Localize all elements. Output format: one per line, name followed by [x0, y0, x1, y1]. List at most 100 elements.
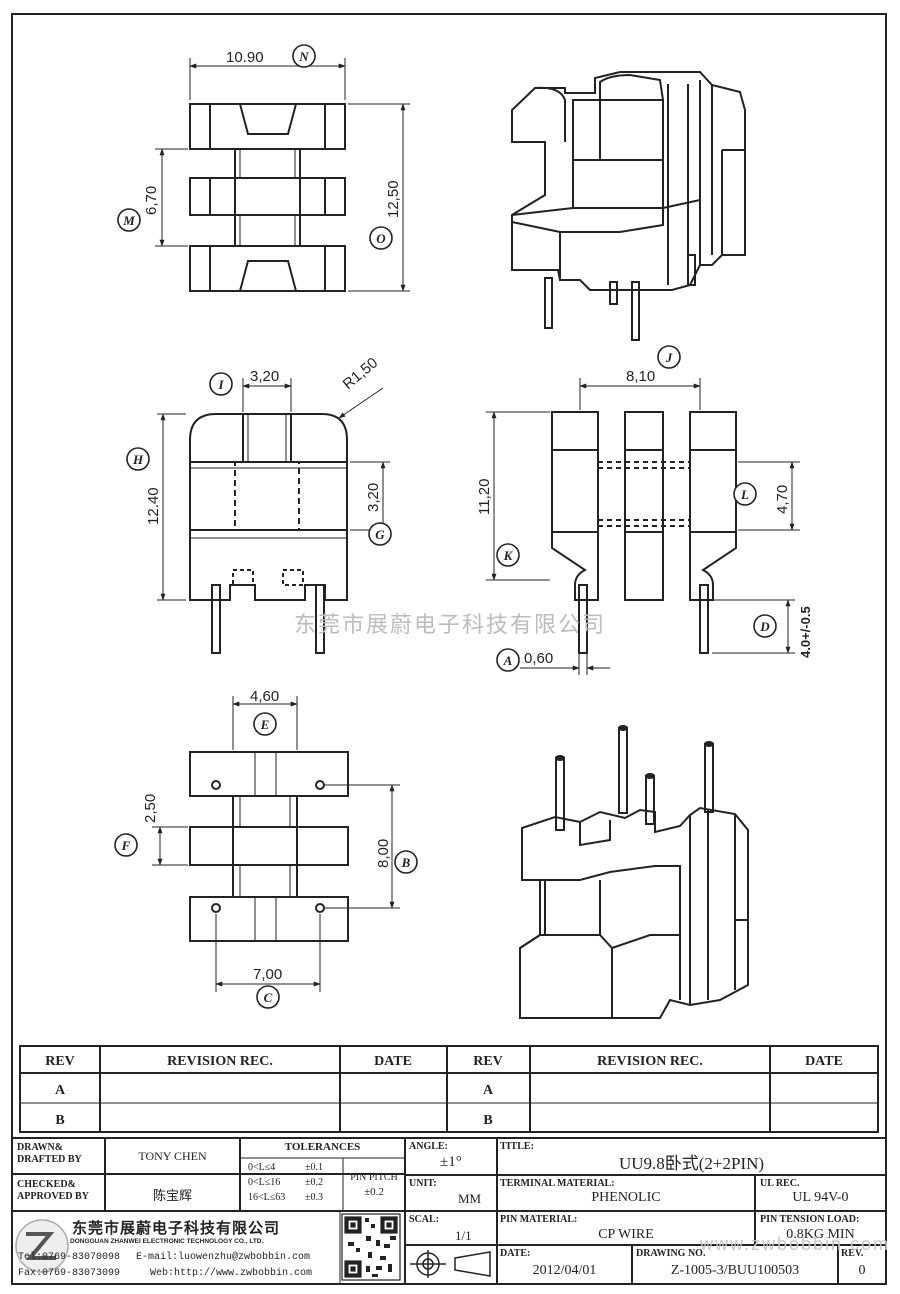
drawing-no-value: Z-1005-3/BUU100503 — [670, 1263, 800, 1278]
reference-bubbles — [114, 44, 777, 1009]
pin-pitch-label: PIN PITCH — [350, 1172, 398, 1183]
angle-label: ANGLE: — [409, 1141, 448, 1152]
rev-header-4: REV — [473, 1054, 503, 1069]
dim-O: 12,50 — [385, 180, 402, 218]
company-logo-icon — [15, 1219, 69, 1273]
bubble-A: A — [503, 653, 513, 668]
title-label: TITLE: — [500, 1141, 534, 1152]
dim-L: 4,70 — [774, 485, 791, 514]
company-tel: Tel:0769-83070098 — [18, 1252, 121, 1263]
top-view — [189, 103, 346, 292]
bubble-B: B — [401, 855, 411, 870]
dim-B: 8,00 — [375, 839, 392, 868]
tol-value-3: ±0.3 — [305, 1192, 323, 1203]
front-view-dims — [157, 378, 390, 601]
company-email: E-mail:luowenzhu@zwbobbin.com — [136, 1252, 311, 1263]
pin-pitch-value: ±0.2 — [364, 1186, 384, 1198]
dim-G: 3,20 — [365, 483, 382, 512]
checked-label: CHECKED& APPROVED BY — [17, 1179, 89, 1202]
bubble-I: I — [217, 377, 224, 392]
company-name-en: DONGGUAN ZHANWEI ELECTRONIC TECHNOLOGY C… — [70, 1238, 264, 1245]
bubble-K: K — [503, 548, 514, 563]
tol-range-3: 16<L≤63 — [248, 1192, 286, 1203]
rev-row-b-left: B — [55, 1113, 64, 1128]
tol-value-1: ±0.1 — [305, 1162, 323, 1173]
pin-tension-label: PIN TENSION LOAD: — [760, 1214, 860, 1225]
tol-range-1: 0<L≤4 — [248, 1162, 276, 1173]
front-view — [189, 413, 348, 654]
bubble-F: F — [121, 838, 131, 853]
checked-value: 陈宝辉 — [152, 1188, 192, 1203]
dim-M: 6,70 — [143, 186, 160, 215]
bubble-C: C — [264, 990, 273, 1005]
iso-view-top — [511, 71, 746, 341]
dim-I: 3,20 — [250, 368, 279, 385]
company-name-cn: 东莞市展蔚电子科技有限公司 — [72, 1220, 281, 1237]
date-label: DATE: — [500, 1248, 531, 1259]
drawn-label: DRAWN& DRAFTED BY — [17, 1142, 82, 1165]
rev-header-2: REVISION REC. — [167, 1054, 273, 1069]
tol-value-2: ±0.2 — [305, 1177, 323, 1188]
drawing-no-label: DRAWING NO. — [636, 1248, 706, 1259]
rev-row-a-right: A — [483, 1083, 494, 1098]
dim-H: 12.40 — [145, 487, 162, 525]
ul-value: UL 94V-0 — [792, 1190, 849, 1205]
rev-header-6: DATE — [805, 1054, 843, 1069]
scale-label: SCAL: — [409, 1214, 440, 1225]
dim-A: 0,60 — [524, 650, 553, 667]
bubble-E: E — [260, 717, 270, 732]
angle-value: ±1° — [440, 1154, 462, 1170]
dim-C: 7,00 — [253, 966, 282, 983]
rev-row-b-right: B — [483, 1113, 492, 1128]
dim-E: 4,60 — [250, 688, 279, 705]
dim-K: 11,20 — [476, 479, 493, 515]
bubble-D: D — [759, 619, 770, 634]
title-block-grid — [11, 1137, 887, 1285]
bubble-N: N — [298, 49, 309, 64]
iso-view-bottom — [519, 725, 749, 1019]
dim-J: 8,10 — [626, 368, 655, 385]
side-view-dims — [486, 378, 800, 675]
top-view-dims — [155, 58, 410, 292]
qr-code-icon — [341, 1213, 401, 1281]
dim-F: 2,50 — [142, 794, 159, 823]
pin-material-value: CP WIRE — [598, 1227, 654, 1242]
watermark-text: 东莞市展蔚电子科技有限公司 — [293, 612, 606, 637]
rev-label: REV. — [841, 1248, 864, 1259]
unit-value: MM — [458, 1191, 482, 1206]
bubble-G: G — [375, 527, 385, 542]
revision-table — [19, 1045, 879, 1133]
date-value: 2012/04/01 — [532, 1263, 597, 1278]
drawn-value: TONY CHEN — [138, 1149, 207, 1163]
side-view — [551, 411, 737, 654]
bubble-M: M — [122, 213, 135, 228]
unit-label: UNIT: — [409, 1178, 437, 1189]
bubble-O: O — [376, 231, 386, 246]
tolerances-label: TOLERANCES — [284, 1141, 361, 1153]
rev-header-3: DATE — [374, 1054, 412, 1069]
bottom-view — [189, 751, 349, 942]
bubble-H: H — [132, 452, 144, 467]
projection-symbol-icon — [410, 1250, 491, 1278]
pin-material-label: PIN MATERIAL: — [500, 1214, 578, 1225]
site-watermark: www.zwbobbin.com — [700, 1234, 891, 1254]
scale-value: 1/1 — [455, 1228, 472, 1243]
terminal-label: TERMINAL MATERIAL: — [500, 1178, 615, 1189]
tol-range-2: 0<L≤16 — [248, 1177, 281, 1188]
rev-header-5: REVISION REC. — [597, 1054, 703, 1069]
rev-value: 0 — [858, 1263, 866, 1278]
ul-label: UL REC. — [760, 1178, 800, 1189]
dim-N: 10.90 — [226, 49, 264, 66]
title-value: UU9.8卧式(2+2PIN) — [618, 1154, 765, 1173]
bubble-J: J — [665, 350, 673, 365]
bubble-L: L — [740, 487, 749, 502]
dim-D: 4.0+/-0.5 — [798, 606, 813, 658]
dim-R: R1,50 — [340, 354, 382, 393]
rev-row-a-left: A — [55, 1083, 66, 1098]
company-fax: Fax:0769-83073099 — [18, 1268, 121, 1279]
bottom-view-dims — [152, 696, 400, 992]
rev-header-1: REV — [45, 1054, 75, 1069]
terminal-value: PHENOLIC — [591, 1190, 661, 1205]
pin-tension-value: 0.8KG MIN — [786, 1227, 855, 1242]
